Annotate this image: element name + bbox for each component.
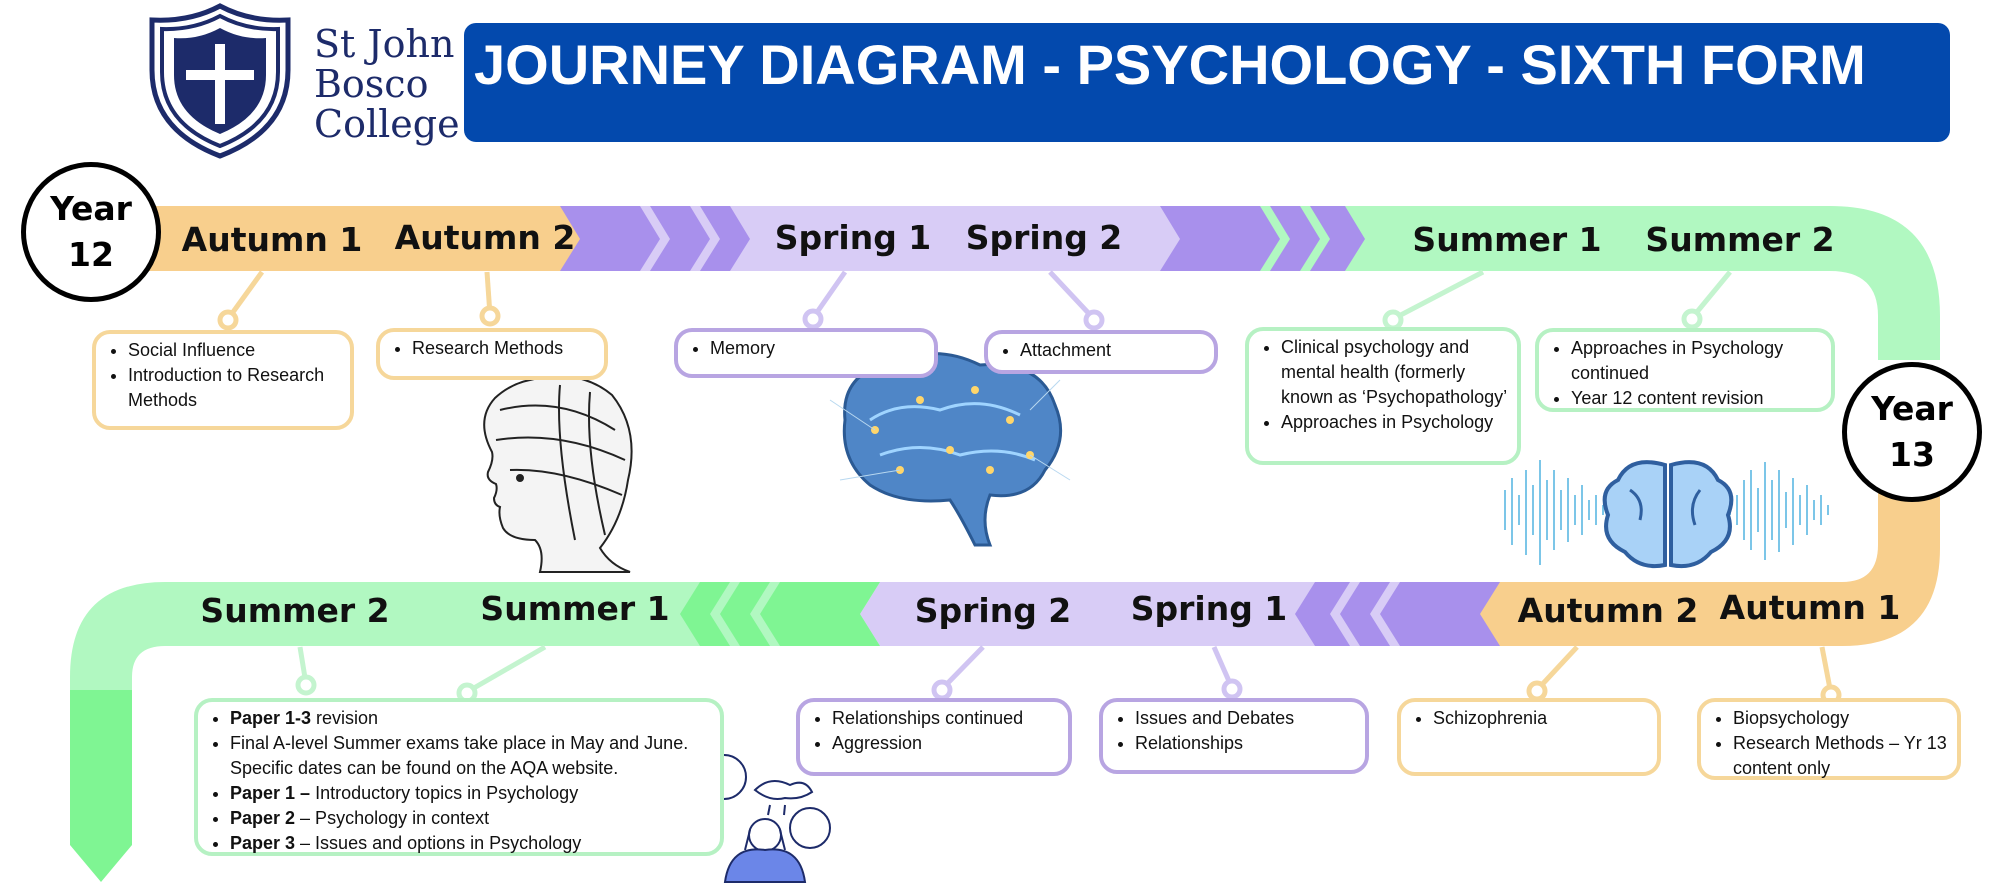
road-y13-orange xyxy=(1468,582,1500,646)
phrenology-head-icon xyxy=(483,375,633,573)
college-name-line: Bosco xyxy=(314,62,429,106)
year-number: 12 xyxy=(68,235,114,274)
year-label: Year xyxy=(50,189,132,228)
chevrons-y12-purple xyxy=(560,206,1365,271)
road-y12-orange xyxy=(120,206,590,271)
topic-item: Biopsychology xyxy=(1733,706,1949,731)
term-label-y13-summer-1: Summer 1 xyxy=(480,589,670,628)
topic-box-y13-spring-2: Relationships continued Aggression xyxy=(796,698,1072,776)
term-label-y12-summer-2: Summer 2 xyxy=(1645,220,1835,259)
topic-item: Issues and Debates xyxy=(1135,706,1357,731)
topic-item: Research Methods xyxy=(412,336,596,361)
topic-box-y12-summer-2: Approaches in Psychology continued Year … xyxy=(1535,328,1835,412)
brain-soundwave-icon xyxy=(1504,460,1829,569)
topic-item: Final A-level Summer exams take place in… xyxy=(230,731,716,781)
term-label-y12-autumn-2: Autumn 2 xyxy=(394,218,576,257)
year-number: 13 xyxy=(1889,435,1935,474)
term-label-y12-spring-1: Spring 1 xyxy=(774,218,932,257)
year-12-badge: Year 12 xyxy=(21,162,161,302)
college-name-line: St John xyxy=(314,22,455,66)
term-label-y13-summer-2: Summer 2 xyxy=(200,591,390,630)
topic-box-y12-autumn-2: Research Methods xyxy=(376,328,608,380)
topic-item: Year 12 content revision xyxy=(1571,386,1823,411)
term-label-y13-spring-1: Spring 1 xyxy=(1130,589,1288,628)
topic-item: Attachment xyxy=(1020,338,1206,363)
topic-item: Paper 3 – Issues and options in Psycholo… xyxy=(230,831,716,856)
topic-item: Introduction to Research Methods xyxy=(128,363,342,413)
topic-item: Research Methods – Yr 13 content only xyxy=(1733,731,1949,781)
title-banner xyxy=(464,23,1950,142)
topic-item: Aggression xyxy=(832,731,1060,756)
college-crest-icon xyxy=(149,3,291,159)
road-y13-bend xyxy=(1500,430,1940,646)
topic-box-y13-autumn-1: Biopsychology Research Methods – Yr 13 c… xyxy=(1697,698,1961,780)
topic-item: Paper 1 – Introductory topics in Psychol… xyxy=(230,781,716,806)
topic-item: Schizophrenia xyxy=(1433,706,1649,731)
year-label: Year xyxy=(1871,389,1953,428)
college-name-line: College xyxy=(314,102,460,146)
topic-item: Memory xyxy=(710,336,926,361)
college-name: St John Bosco College xyxy=(314,24,460,144)
chevrons-y13 xyxy=(680,582,1500,646)
topic-item: Approaches in Psychology continued xyxy=(1571,336,1823,386)
topic-item: Relationships xyxy=(1135,731,1357,756)
topic-box-y12-summer-1: Clinical psychology and mental health (f… xyxy=(1245,327,1521,465)
term-label-y13-autumn-2: Autumn 2 xyxy=(1517,591,1699,630)
topic-box-y12-spring-1: Memory xyxy=(674,328,938,378)
topic-item: Clinical psychology and mental health (f… xyxy=(1281,335,1509,410)
page-title: JOURNEY DIAGRAM - PSYCHOLOGY - SIXTH FOR… xyxy=(474,33,1866,96)
year-13-badge: Year 13 xyxy=(1842,362,1982,502)
topic-item: Paper 1-3 revision xyxy=(230,706,716,731)
topic-box-y13-spring-1: Issues and Debates Relationships xyxy=(1099,698,1369,774)
topic-item: Relationships continued xyxy=(832,706,1060,731)
term-label-y12-spring-2: Spring 2 xyxy=(965,218,1123,257)
topic-item: Social Influence xyxy=(128,338,342,363)
stressed-person-icon xyxy=(699,754,831,883)
term-label-y13-spring-2: Spring 2 xyxy=(914,591,1072,630)
topic-item: Approaches in Psychology xyxy=(1281,410,1509,435)
topic-box-y12-spring-2: Attachment xyxy=(984,330,1218,374)
connectors xyxy=(217,269,1842,706)
term-label-y12-summer-1: Summer 1 xyxy=(1412,220,1602,259)
glowing-brain-icon xyxy=(829,352,1071,547)
term-label-y12-autumn-1: Autumn 1 xyxy=(181,220,363,259)
topic-box-y13-autumn-2: Schizophrenia xyxy=(1397,698,1661,776)
topic-box-y13-summer: Paper 1-3 revision Final A-level Summer … xyxy=(194,698,724,856)
road-end-arrow xyxy=(70,690,132,882)
road-y12-green xyxy=(1180,206,1940,360)
road-y13-green xyxy=(70,582,880,690)
topic-box-y12-autumn-1: Social Influence Introduction to Researc… xyxy=(92,330,354,430)
term-label-y13-autumn-1: Autumn 1 xyxy=(1719,588,1901,627)
topic-item: Paper 2 – Psychology in context xyxy=(230,806,716,831)
